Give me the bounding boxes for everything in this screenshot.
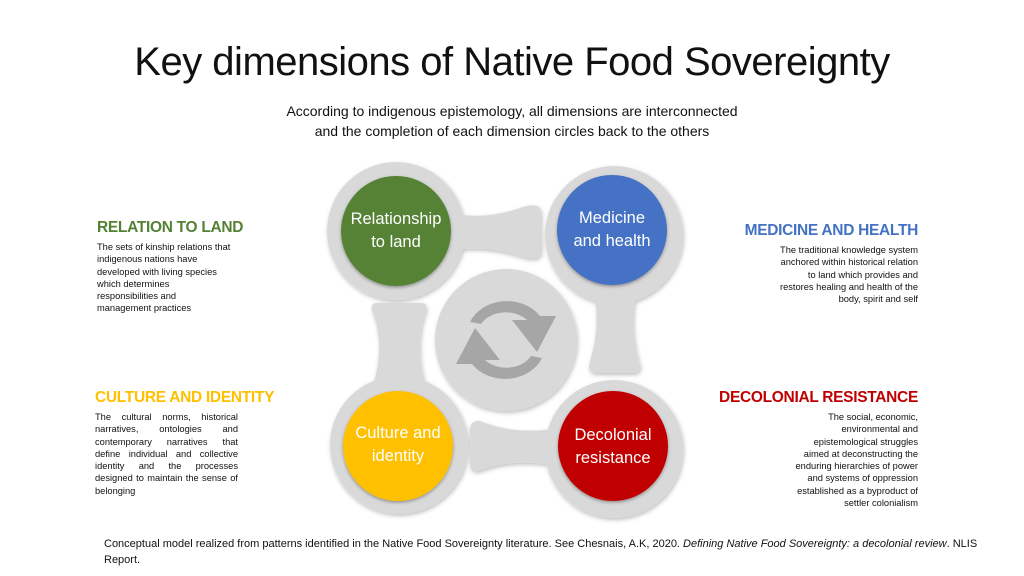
decolonial-circle (558, 391, 668, 501)
footer-text: Conceptual model realized from patterns … (104, 538, 684, 550)
footer-citation-title: Defining Native Food Sovereignty: a deco… (683, 538, 947, 550)
refresh-cycle-icon (456, 301, 556, 379)
medicine-and-health-block: MEDICINE AND HEALTH The traditional know… (700, 222, 919, 305)
culture-and-identity-text: The cultural norms, historical narrative… (95, 412, 238, 496)
culture-and-identity-heading: CULTURE AND IDENTITY (95, 389, 275, 406)
medicine-circle-label: Medicine and health (573, 209, 651, 250)
footer-citation: Conceptual model realized from patterns … (104, 536, 984, 568)
medicine-and-health-heading: MEDICINE AND HEALTH (744, 222, 919, 239)
page-title: Key dimensions of Native Food Sovereignt… (134, 40, 890, 84)
medicine-and-health-text: The traditional knowledge system anchore… (779, 245, 918, 305)
subtitle: According to indigenous epistemology, al… (286, 103, 738, 139)
culture-and-identity-block: CULTURE AND IDENTITY The cultural norms,… (95, 389, 295, 497)
medicine-circle (557, 175, 667, 285)
relationship-circle (341, 176, 451, 286)
relation-to-land-heading: RELATION TO LAND (97, 219, 244, 236)
culture-circle-label: Culture and identity (355, 424, 441, 465)
footer-suffix: . NLIS Report. (104, 538, 978, 566)
relation-to-land-text: The sets of kinship relations that indig… (97, 242, 231, 314)
decolonial-circle-label: Decolonial resistance (574, 426, 652, 467)
decolonial-resistance-text: The social, economic, environmental and … (795, 412, 918, 509)
culture-circle (343, 391, 453, 501)
relation-to-land-block: RELATION TO LAND The sets of kinship rel… (97, 219, 267, 315)
relationship-circle-label: Relationship to land (350, 210, 442, 251)
decolonial-resistance-block: DECOLONIAL RESISTANCE The social, econom… (690, 389, 918, 509)
decolonial-resistance-heading: DECOLONIAL RESISTANCE (719, 389, 918, 406)
